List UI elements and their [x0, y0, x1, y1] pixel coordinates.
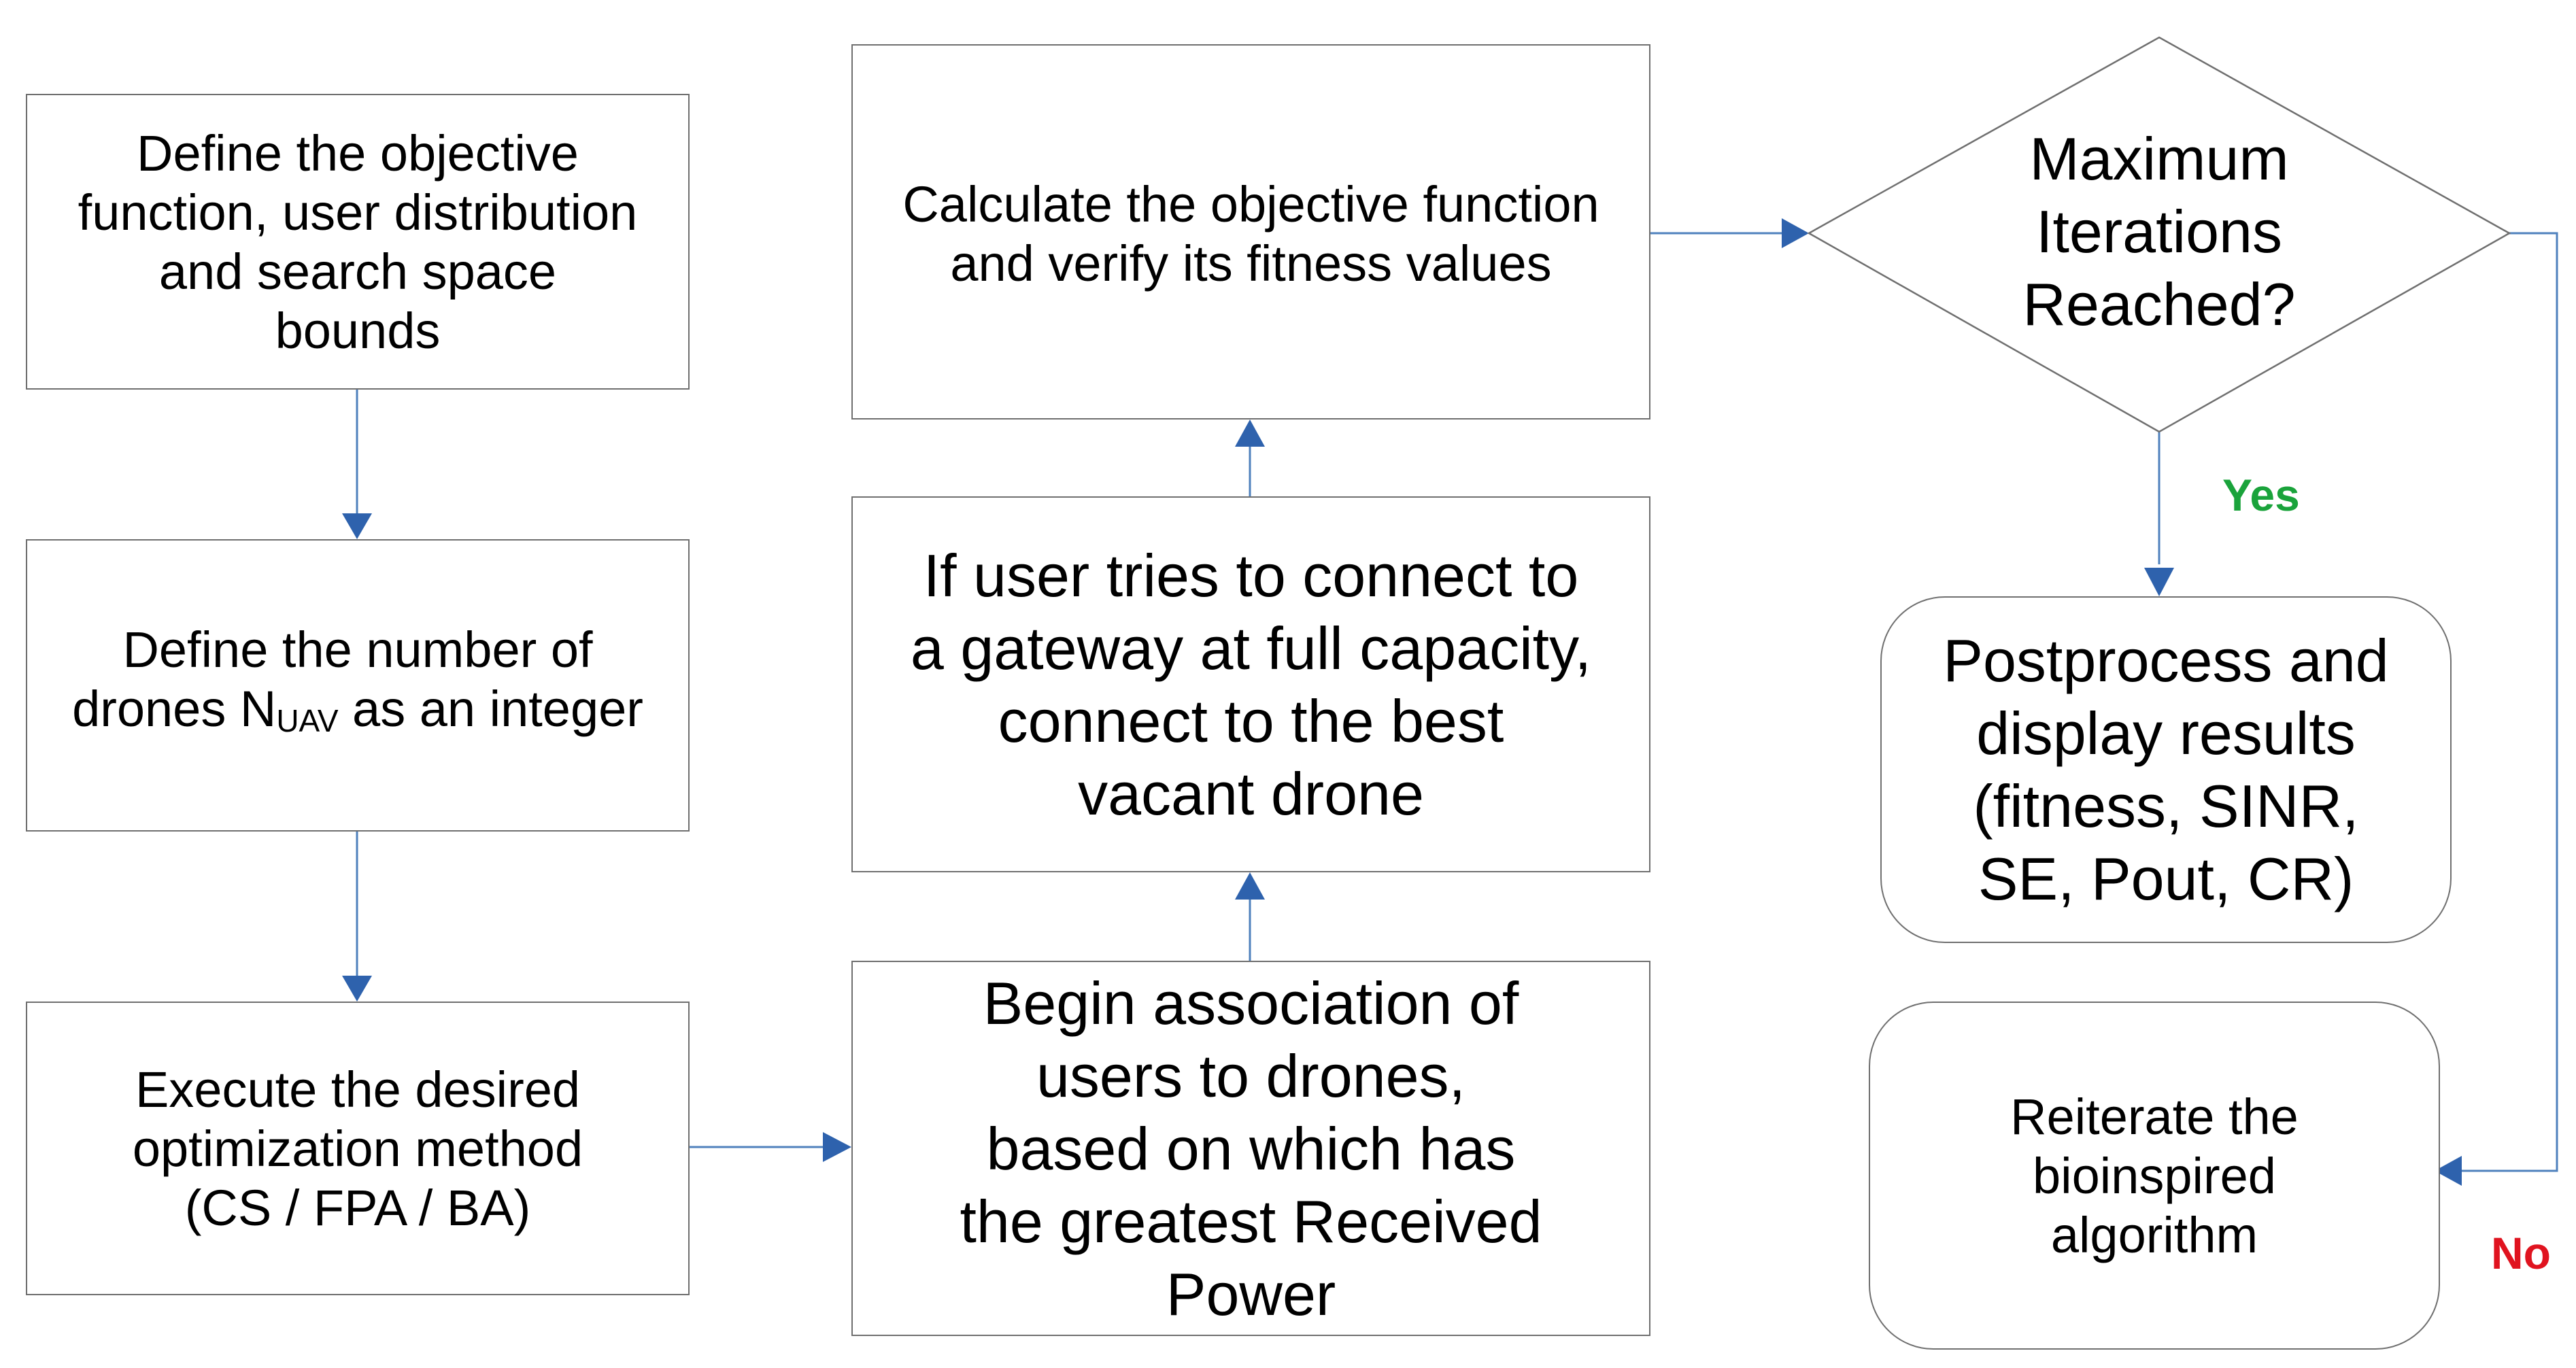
yes-label: Yes: [2222, 470, 2300, 520]
decision-diamond: [1807, 36, 2511, 433]
arrowhead-down-execute: [342, 976, 372, 1002]
postprocess-text: Postprocess and display results (fitness…: [1943, 627, 2389, 912]
define-drones-text-suffix: as an integer: [338, 681, 643, 737]
connector-decision-to-reiterate: [2462, 232, 2558, 1172]
define-drones-box: Define the number of drones NUAV as an i…: [26, 539, 690, 832]
arrowhead-right-association: [823, 1132, 851, 1162]
arrowhead-up-capacity: [1235, 872, 1265, 900]
arrowhead-left-reiterate: [2435, 1156, 2462, 1186]
define-drones-text: Define the number of drones NUAV as an i…: [72, 620, 643, 751]
full-capacity-box: If user tries to connect to a gateway at…: [851, 496, 1650, 872]
decision-text: Maximum Iterations Reached?: [2022, 125, 2296, 338]
begin-association-box: Begin association of users to drones, ba…: [851, 961, 1650, 1336]
reiterate-text: Reiterate the bioinspired algorithm: [2010, 1088, 2299, 1263]
calculate-objective-text: Calculate the objective function and ver…: [902, 176, 1599, 292]
execute-method-box: Execute the desired optimization method …: [26, 1002, 690, 1295]
arrowhead-down-drones: [342, 513, 372, 539]
define-objective-box: Define the objective function, user dist…: [26, 94, 690, 390]
define-objective-text: Define the objective function, user dist…: [78, 124, 638, 359]
arrowhead-down-postprocess: [2144, 568, 2174, 596]
calculate-objective-box: Calculate the objective function and ver…: [851, 44, 1650, 420]
arrowhead-up-calculate: [1235, 420, 1265, 447]
arrowhead-right-decision: [1782, 218, 1809, 248]
full-capacity-text: If user tries to connect to a gateway at…: [910, 541, 1592, 827]
no-label: No: [2491, 1228, 2551, 1278]
reiterate-box: Reiterate the bioinspired algorithm: [1869, 1002, 2440, 1350]
begin-association-text: Begin association of users to drones, ba…: [960, 969, 1542, 1328]
uav-subscript: UAV: [276, 703, 339, 738]
execute-method-text: Execute the desired optimization method …: [132, 1061, 583, 1236]
define-drones-text-prefix: Define the number of drones N: [72, 621, 593, 737]
postprocess-box: Postprocess and display results (fitness…: [1880, 596, 2452, 943]
